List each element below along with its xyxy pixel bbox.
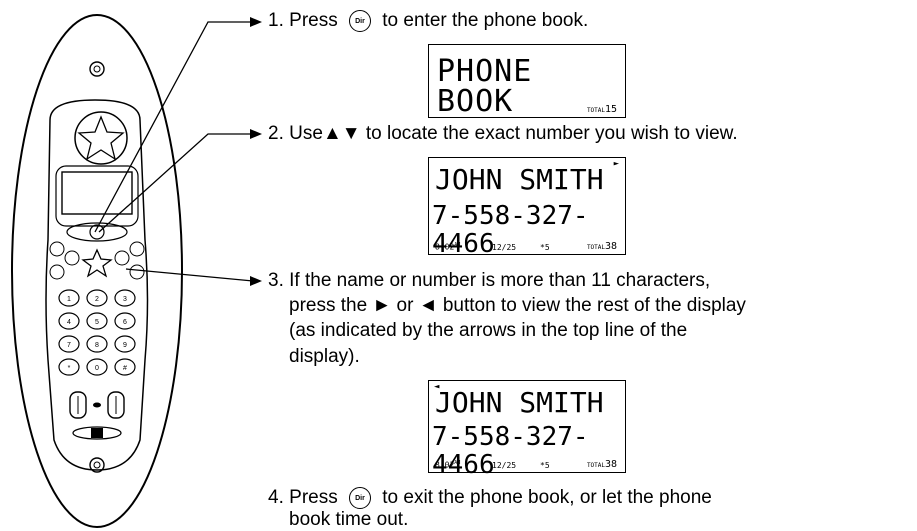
lcd-total-label: TOTAL xyxy=(586,244,605,251)
lcd-time: 8:02AM xyxy=(435,460,461,470)
lcd-number: 7-558-327-4466 xyxy=(432,201,589,259)
lcd-total-value: 38 xyxy=(604,459,617,470)
step-1: 1. Press Dir to enter the phone book. xyxy=(268,10,588,32)
lcd-total-label: TOTAL xyxy=(586,462,605,469)
lcd-contact-entry: JOHN SMITH ► 7-558-327-4466 8:02AM 12/25… xyxy=(428,157,626,259)
step-4: 4. Press Dir to exit the phone book, or … xyxy=(268,487,712,509)
lcd-phone-book: PHONE BOOK TOTAL 15 xyxy=(428,44,626,118)
lcd-total-value: 38 xyxy=(604,241,617,252)
svg-text:7: 7 xyxy=(67,342,71,349)
step-4-number: 4. xyxy=(268,487,284,509)
right-arrow-icon: ► xyxy=(372,295,392,316)
lcd-date: 12/25 xyxy=(492,461,517,470)
svg-text:1: 1 xyxy=(67,296,71,303)
left-arrow-icon: ◄ xyxy=(418,295,438,316)
svg-text:8: 8 xyxy=(95,342,99,349)
step-3: 3. If the name or number is more than 11… xyxy=(268,270,710,292)
step-4-line-2: book time out. xyxy=(289,509,409,530)
svg-text:*: * xyxy=(68,365,71,372)
svg-text:2: 2 xyxy=(95,296,99,303)
lcd-contact-entry-scrolled: ◄ JOHN SMITH 7-558-327-4466 8:02AM 12/25… xyxy=(428,380,626,479)
lcd-total-label: TOTAL xyxy=(586,107,605,114)
step-4-post: to exit the phone book, or let the phone xyxy=(382,487,712,509)
step-1-number: 1. xyxy=(268,10,284,32)
dir-button-icon: Dir xyxy=(349,487,371,509)
svg-text:9: 9 xyxy=(123,342,127,349)
step-3-line-4: display). xyxy=(289,346,360,367)
step-2-pre: Use xyxy=(289,123,323,144)
svg-text:6: 6 xyxy=(123,319,127,326)
step-2-post: to locate the exact number you wish to v… xyxy=(365,123,738,144)
step-2-number: 2. xyxy=(268,123,284,144)
step-1-post: to enter the phone book. xyxy=(382,10,589,32)
lcd-phone-book-text: PHONE BOOK xyxy=(437,54,533,119)
step-3-line-3: (as indicated by the arrows in the top l… xyxy=(289,320,688,341)
up-down-arrows-icon: ▲▼ xyxy=(322,123,361,144)
step-3-number: 3. xyxy=(268,270,284,291)
step-3-line-2: press the ► or ◄ button to view the rest… xyxy=(289,295,746,316)
scroll-left-indicator-icon: ◄ xyxy=(434,382,440,392)
dir-button-icon: Dir xyxy=(349,10,371,32)
lcd-calls: *5 xyxy=(540,243,550,252)
step-1-pre: Press xyxy=(289,10,338,32)
lcd-time: 8:02AM xyxy=(435,242,461,252)
svg-text:4: 4 xyxy=(67,319,71,326)
svg-text:0: 0 xyxy=(95,365,99,372)
svg-text:5: 5 xyxy=(95,319,99,326)
step-4-pre: Press xyxy=(289,487,338,509)
lcd-name: JOHN SMITH xyxy=(435,386,604,419)
lcd-total-value: 15 xyxy=(604,104,617,115)
step-3-line1: If the name or number is more than 11 ch… xyxy=(289,270,711,291)
svg-text:3: 3 xyxy=(123,296,127,303)
step-2: 2. Use▲▼ to locate the exact number you … xyxy=(268,123,738,145)
svg-text:#: # xyxy=(123,365,127,372)
lcd-calls: *5 xyxy=(540,461,550,470)
lcd-date: 12/25 xyxy=(492,243,517,252)
lcd-name: JOHN SMITH xyxy=(435,163,604,196)
scroll-right-indicator-icon: ► xyxy=(613,159,619,169)
lcd-number: 7-558-327-4466 xyxy=(432,422,589,480)
